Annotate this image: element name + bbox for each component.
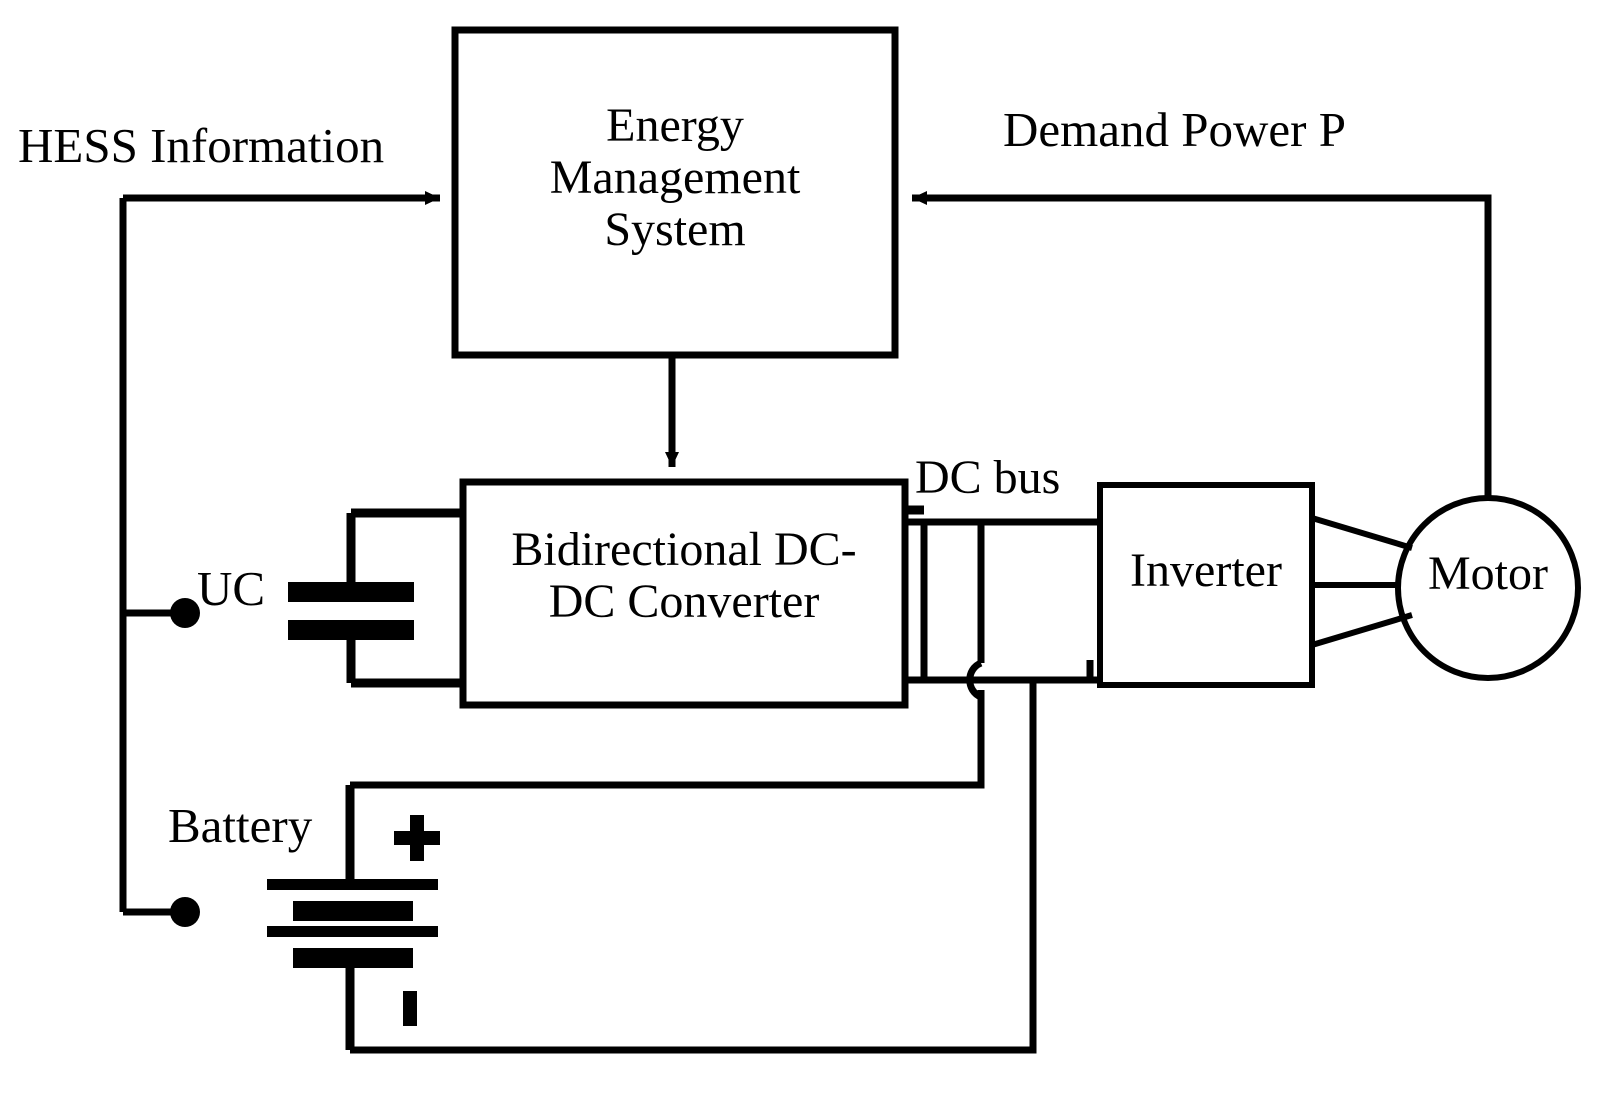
wire-battery-negative-to-dcbus <box>350 683 1037 1054</box>
battery-plate-short-1 <box>293 901 413 921</box>
block-inverter[interactable] <box>1097 482 1315 688</box>
block-label-energy-management-system: Energy Management System <box>549 99 801 256</box>
wire-demand-power <box>912 191 1492 498</box>
signal-label-hess-information: HESS Information <box>18 118 385 173</box>
battery-plate-short-2 <box>293 948 413 968</box>
block-label-bidirectional-dc-dc-converter: Bidirectional DC- DC Converter <box>511 523 857 628</box>
battery-minus-mark <box>403 991 417 1026</box>
component-label-uc: UC <box>197 561 266 616</box>
signal-label-dc-bus: DC bus <box>915 451 1061 504</box>
wire-phase-c <box>1311 612 1413 648</box>
wire-crossing-hop <box>966 659 983 701</box>
battery-plus-vertical <box>410 815 424 861</box>
junction-dot-battery <box>170 897 200 927</box>
capacitor-plate-top <box>288 582 414 602</box>
battery-plate-long-2 <box>267 926 438 937</box>
block-bidirectional-dc-dc-converter[interactable] <box>459 478 909 709</box>
block-energy-management-system[interactable] <box>451 26 899 359</box>
block-label-motor: Motor <box>1428 547 1548 600</box>
battery-plate-long-1 <box>267 879 438 890</box>
junction-dot-uc <box>170 598 200 628</box>
block-label-inverter: Inverter <box>1130 544 1282 597</box>
wire-phase-a <box>1311 515 1413 551</box>
capacitor-plate-bottom <box>288 620 414 640</box>
signal-label-demand-power: Demand Power P <box>1003 102 1346 157</box>
component-label-battery: Battery <box>168 798 313 853</box>
